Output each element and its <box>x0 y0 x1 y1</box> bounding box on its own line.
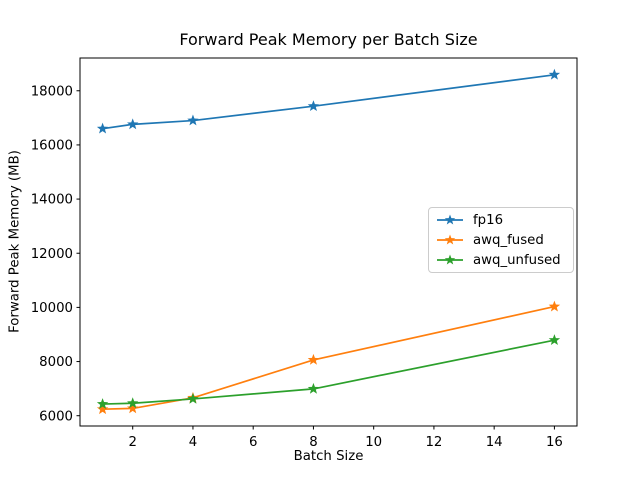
legend-label-awq_fused: awq_fused <box>473 232 544 248</box>
series-marker-awq_fused <box>96 403 109 415</box>
x-tick-label: 2 <box>128 435 136 450</box>
series-marker-awq_fused <box>127 402 139 414</box>
legend-line-sample-awq_unfused <box>437 254 463 265</box>
series-marker-awq_unfused <box>548 334 561 346</box>
y-tick-label: 16000 <box>31 139 73 154</box>
series-marker-fp16 <box>96 122 109 134</box>
x-tick-label: 8 <box>309 435 317 450</box>
series-marker-fp16 <box>307 100 320 112</box>
x-tick-label: 16 <box>546 435 563 450</box>
legend-entry-fp16: fp16 <box>436 210 566 230</box>
series-marker-awq_fused <box>307 353 320 365</box>
x-tick-label: 10 <box>365 435 382 450</box>
y-tick-label: 14000 <box>31 193 73 208</box>
series-marker-fp16 <box>187 114 199 126</box>
series-marker-fp16 <box>127 118 139 130</box>
series-marker-awq_unfused <box>96 398 109 409</box>
chart-title: Forward Peak Memory per Batch Size <box>179 30 478 49</box>
x-axis-label: Batch Size <box>293 449 364 464</box>
series-marker-awq_unfused <box>307 382 320 394</box>
y-tick-label: 6000 <box>39 409 73 424</box>
legend-star-marker-awq_unfused <box>444 254 456 265</box>
series-line-awq_unfused <box>101 339 556 405</box>
legend: fp16 awq_fused awq_unfused <box>428 207 574 273</box>
axes-spines <box>79 57 578 427</box>
x-tick-label: 6 <box>249 435 257 450</box>
legend-star-marker-awq_fused <box>444 234 456 245</box>
series-marker-awq_fused <box>548 300 561 312</box>
legend-star-marker-fp16 <box>444 214 456 225</box>
legend-line-sample-fp16 <box>437 214 463 225</box>
x-tick-label: 14 <box>486 435 503 450</box>
y-tick-label: 18000 <box>31 84 73 99</box>
series-line-awq_fused <box>101 305 556 411</box>
legend-label-fp16: fp16 <box>473 212 504 228</box>
series-marker-awq_unfused <box>187 392 199 404</box>
legend-entry-awq_fused: awq_fused <box>436 230 566 250</box>
x-tick-label: 12 <box>425 435 442 450</box>
legend-entry-awq_unfused: awq_unfused <box>436 250 566 270</box>
y-tick-label: 12000 <box>31 247 73 262</box>
series-marker-fp16 <box>548 68 561 80</box>
series-marker-awq_unfused <box>127 397 139 409</box>
series-line-fp16 <box>101 73 556 130</box>
x-tick-label: 4 <box>189 435 197 450</box>
y-tick-label: 10000 <box>31 301 73 316</box>
y-tick-label: 8000 <box>39 355 73 370</box>
legend-label-awq_unfused: awq_unfused <box>473 252 561 268</box>
legend-line-sample-awq_fused <box>437 234 463 245</box>
